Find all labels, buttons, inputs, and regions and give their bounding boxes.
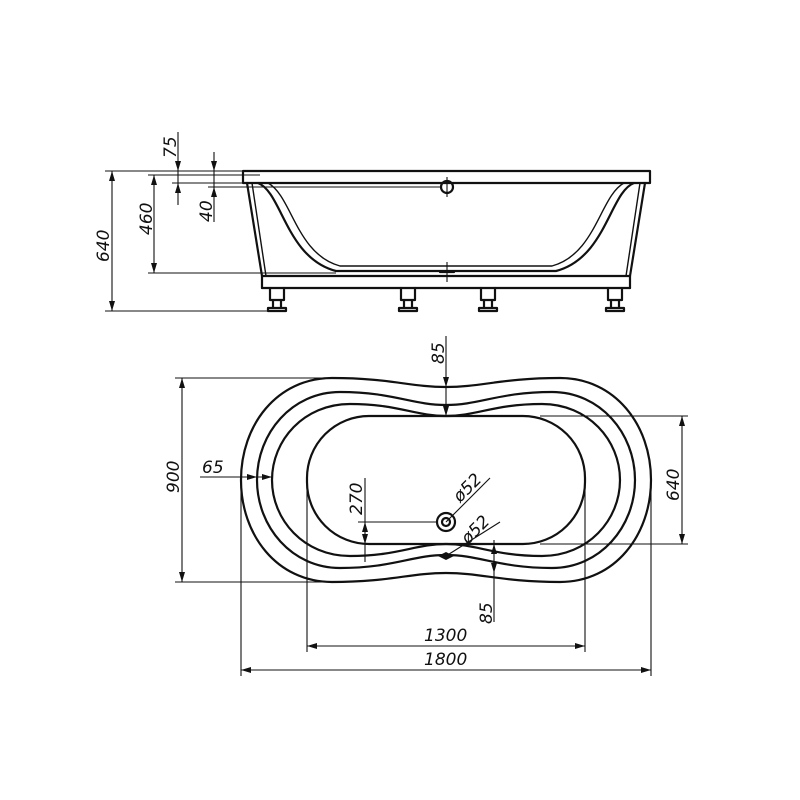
label-overflow-offset: 40 — [197, 200, 217, 222]
label-inner-width: 640 — [664, 469, 684, 501]
inner-rim-contour — [270, 402, 622, 558]
label-inner-depth: 460 — [137, 203, 157, 235]
leader-overflow-diameter — [445, 477, 491, 523]
label-rim-side: 65 — [202, 458, 224, 478]
top-view — [175, 336, 688, 676]
outer-wall-left-inner — [251, 182, 267, 277]
dim-inner-length — [306, 480, 586, 652]
label-rim-bottom: 85 — [477, 602, 497, 624]
side-view — [105, 132, 652, 313]
label-total-width: 900 — [164, 461, 184, 493]
label-overflow-diameter: ø52 — [449, 470, 487, 508]
rim-contour — [255, 390, 637, 570]
label-drain-offset: 270 — [347, 483, 367, 515]
dim-inner-depth — [148, 174, 336, 274]
label-total-height: 640 — [94, 230, 114, 262]
outer-wall-right — [628, 181, 647, 278]
base-frame-ends — [260, 274, 632, 290]
dim-rim-top — [443, 336, 449, 416]
outer-contour — [239, 376, 653, 584]
dim-rim-height — [172, 132, 243, 205]
dim-inner-width — [540, 415, 688, 545]
label-rim-height: 75 — [161, 136, 181, 158]
dim-overflow-offset — [208, 152, 440, 222]
dim-total-length — [240, 480, 652, 676]
inner-basin — [305, 414, 587, 546]
label-rim-top: 85 — [429, 342, 449, 364]
tub-legs — [266, 286, 626, 313]
dim-rim-bottom — [446, 540, 500, 622]
leader-drain-diameter — [445, 521, 501, 557]
label-inner-length: 1300 — [424, 626, 467, 646]
inner-bowl-line — [267, 182, 625, 267]
dim-total-width — [175, 377, 332, 583]
label-total-length: 1800 — [424, 650, 467, 670]
dim-rim-side — [200, 474, 272, 480]
outer-wall-right-inner — [625, 182, 641, 277]
inner-bowl — [256, 181, 636, 273]
outer-wall-left — [245, 181, 264, 278]
dim-drain-offset — [358, 478, 437, 562]
